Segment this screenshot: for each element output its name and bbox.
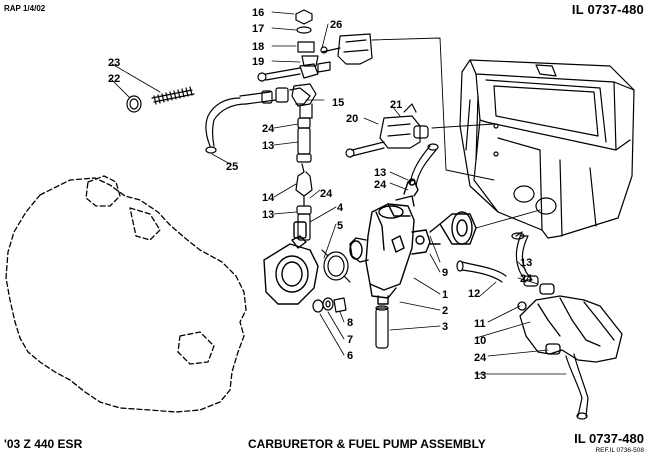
callout-24-e: 24: [474, 352, 487, 364]
carb-vent-hose: [409, 143, 439, 187]
fuel-pump: [345, 103, 429, 158]
reference-code: REF.IL 0736-508: [595, 447, 644, 454]
callout-13-a: 13: [262, 140, 274, 152]
callout-10: 10: [474, 335, 486, 347]
callout-leaders: [109, 11, 567, 375]
ring-clip: [126, 95, 142, 113]
revision-stamp: RAP 1/4/02: [4, 4, 46, 13]
callout-12: 12: [468, 288, 480, 300]
callout-2: 2: [442, 305, 448, 317]
spring: [111, 63, 195, 105]
fuel-filter: [295, 163, 313, 207]
callout-7: 7: [347, 334, 353, 346]
leader-bracket-2: [431, 123, 495, 129]
callout-21: 21: [390, 99, 402, 111]
callout-3: 3: [442, 321, 448, 333]
boot-clamp: [321, 249, 351, 283]
callout-5: 5: [337, 220, 343, 232]
callout-13-b: 13: [262, 209, 274, 221]
callout-24-b: 24: [320, 188, 333, 200]
callout-24-d: 24: [520, 273, 533, 285]
center-vertical-hose: [296, 117, 312, 163]
callout-8: 8: [347, 317, 353, 329]
callout-4: 4: [337, 202, 344, 214]
page-title: CARBURETOR & FUEL PUMP ASSEMBLY: [248, 437, 486, 451]
upper-right-hose: [511, 231, 539, 287]
illustration-code-bottom: IL 0737-480: [574, 431, 644, 446]
airbox: [459, 59, 635, 239]
pulse-hose: [456, 260, 507, 283]
engine-outline: [5, 175, 247, 413]
callout-numbers: 16 17 26 18 19 23 22 15 21 20 24 13 25 1…: [108, 7, 533, 382]
upper-fuel-hose: [205, 87, 311, 154]
pulse-fuel-pump: [517, 283, 623, 363]
callout-11: 11: [474, 318, 486, 330]
air-intake-boot: [429, 209, 541, 263]
model-label: '03 Z 440 ESR: [4, 437, 83, 451]
callout-17: 17: [252, 23, 264, 35]
callout-24-a: 24: [262, 123, 275, 135]
callout-13-d: 13: [520, 257, 532, 269]
callout-18: 18: [252, 41, 264, 53]
callout-19: 19: [252, 56, 264, 68]
fastener-stack: [257, 9, 331, 82]
leader-bracket: [371, 37, 495, 181]
callout-1: 1: [442, 289, 448, 301]
illustration-code-top: IL 0737-480: [571, 2, 644, 17]
callout-16: 16: [252, 7, 264, 19]
callout-6: 6: [347, 350, 353, 362]
callout-26: 26: [330, 19, 342, 31]
callout-14: 14: [262, 192, 275, 204]
callout-22: 22: [108, 73, 120, 85]
drain-tube: [375, 305, 389, 349]
callout-23: 23: [108, 57, 120, 69]
mount-bracket: [320, 33, 373, 65]
filter-lower-hose: [296, 205, 312, 241]
intake-flange: [263, 221, 319, 305]
small-washers: [312, 297, 347, 313]
callout-24-c: 24: [374, 179, 387, 191]
callout-9: 9: [442, 267, 448, 279]
callout-13-e: 13: [474, 370, 486, 382]
callout-25: 25: [226, 161, 238, 173]
lower-right-hose: [565, 353, 589, 420]
callout-13-c: 13: [374, 167, 386, 179]
callout-20: 20: [346, 113, 358, 125]
callout-15: 15: [332, 97, 344, 109]
carburetor: [349, 178, 431, 305]
